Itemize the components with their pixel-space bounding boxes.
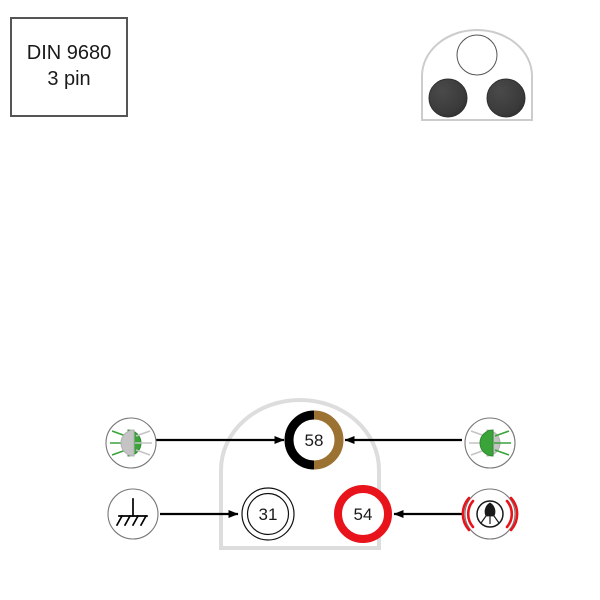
pin-58-ring-left-black — [284, 410, 315, 470]
lamp-icon-left-grey-rays — [135, 430, 152, 456]
pin-58-number: 58 — [304, 431, 324, 450]
socket-bottom-right-filled — [486, 78, 526, 118]
socket-bottom-left-filled — [428, 78, 468, 118]
connector-standard-label: DIN 9680 3 pin — [10, 17, 128, 117]
lamp-icon-right-green-rays — [494, 430, 511, 456]
connector-pin-count: 3 pin — [47, 68, 91, 90]
lamp-icon-right[interactable] — [464, 417, 516, 469]
pin-58-bore — [293, 419, 335, 461]
horn-icon-sound-waves — [461, 496, 519, 532]
horn-icon[interactable] — [461, 488, 519, 540]
pin-31-ring-inner — [246, 492, 290, 536]
connection-lines — [155, 436, 462, 518]
socket-top-empty — [456, 34, 498, 76]
pin-58-ring-right-brown — [313, 410, 344, 470]
pin-54-number: 54 — [353, 505, 373, 524]
connector-standard-name: DIN 9680 — [26, 42, 112, 65]
connector-face-preview — [421, 29, 533, 121]
pin-58[interactable] — [284, 410, 344, 470]
pin-31-number: 31 — [258, 505, 278, 524]
horn-icon-base-lines — [480, 515, 500, 524]
lamp-icon-left[interactable] — [105, 417, 157, 469]
lamp-icon-left-grey-body — [120, 429, 135, 457]
lamp-icon-right-green-body — [479, 429, 494, 457]
pin-54-ring — [334, 485, 392, 543]
ground-icon-symbol — [115, 498, 148, 527]
pin-31[interactable] — [241, 487, 295, 541]
pin-54[interactable] — [334, 485, 392, 543]
pin-54-bore — [342, 493, 384, 535]
ground-icon[interactable] — [107, 488, 159, 540]
